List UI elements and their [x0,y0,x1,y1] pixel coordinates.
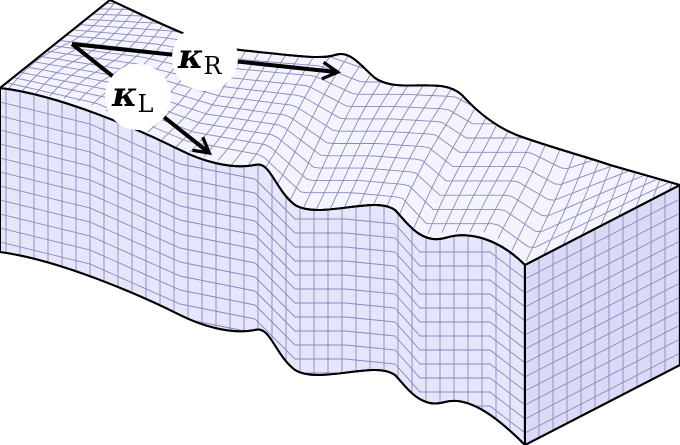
grid-line [525,310,680,392]
grid-line [0,185,525,364]
front-face-grid [0,88,525,440]
grid-line [525,296,680,378]
grid-line [525,240,680,322]
grid-line [525,212,680,294]
grid-line [0,5,7,95]
grid-line [525,198,680,280]
grid-line [525,338,680,420]
grid-line [525,268,680,350]
kappa-l-symbol: κ [111,75,137,115]
grid-line [525,282,680,364]
grid-line [0,213,525,392]
grid-line [105,3,680,11]
grid-line [0,101,525,280]
grid-line [0,129,525,308]
grid-line [525,254,680,336]
grid-line [525,352,680,434]
kappa-l-label: κL [111,75,153,118]
kappa-l-label-bg [105,64,171,130]
grid-line [0,171,525,350]
kappa-r-label-bg [172,25,238,91]
grid-line [0,227,525,406]
grid-line [0,199,525,378]
grid-line [35,0,147,94]
grid-line [0,115,525,294]
grid-line [0,241,525,420]
kappa-r-subscript: R [203,52,222,80]
front-top-edge [0,87,680,267]
grid-line [0,143,525,322]
kappa-l-subscript: L [137,90,153,118]
grid-line [525,324,680,406]
grid-line [0,157,525,336]
kappa-r-label: κR [177,37,222,80]
kappa-r-symbol: κ [177,37,203,77]
grid-line [525,226,680,308]
grid-line [98,8,680,27]
grid-line [49,0,161,97]
